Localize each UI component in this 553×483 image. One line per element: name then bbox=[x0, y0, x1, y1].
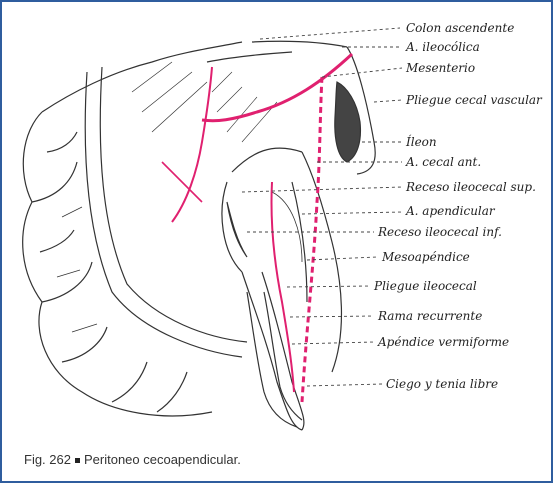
caption-bullet-icon bbox=[75, 458, 80, 463]
label-ciego-tenia-libre: Ciego y tenia libre bbox=[386, 377, 498, 391]
colon-ascendente-drawing bbox=[23, 42, 247, 416]
label-a-apendicular: A. apendicular bbox=[406, 204, 495, 218]
figure-caption: Fig. 262 Peritoneo cecoapendicular. bbox=[24, 452, 241, 467]
caption-text: Peritoneo cecoapendicular. bbox=[84, 452, 241, 467]
label-receso-ileocecal-sup: Receso ileocecal sup. bbox=[406, 180, 536, 194]
label-colon-ascendente: Colon ascendente bbox=[406, 21, 514, 35]
label-ileon: Íleon bbox=[406, 135, 437, 149]
label-rama-recurrente: Rama recurrente bbox=[378, 309, 482, 323]
label-a-ileocolica: A. ileocólica bbox=[406, 40, 480, 54]
arterias-drawing bbox=[162, 54, 352, 402]
label-apendice-vermiforme: Apéndice vermiforme bbox=[378, 335, 509, 349]
caption-fig-number: Fig. 262 bbox=[24, 452, 71, 467]
label-mesoapendice: Mesoapéndice bbox=[382, 250, 470, 264]
label-receso-ileocecal-inf: Receso ileocecal inf. bbox=[378, 225, 502, 239]
label-pliegue-ileocecal: Pliegue ileocecal bbox=[374, 279, 477, 293]
label-a-cecal-ant: A. cecal ant. bbox=[406, 155, 481, 169]
label-pliegue-cecal-vascular: Pliegue cecal vascular bbox=[406, 93, 542, 107]
label-mesenterio: Mesenterio bbox=[406, 61, 475, 75]
